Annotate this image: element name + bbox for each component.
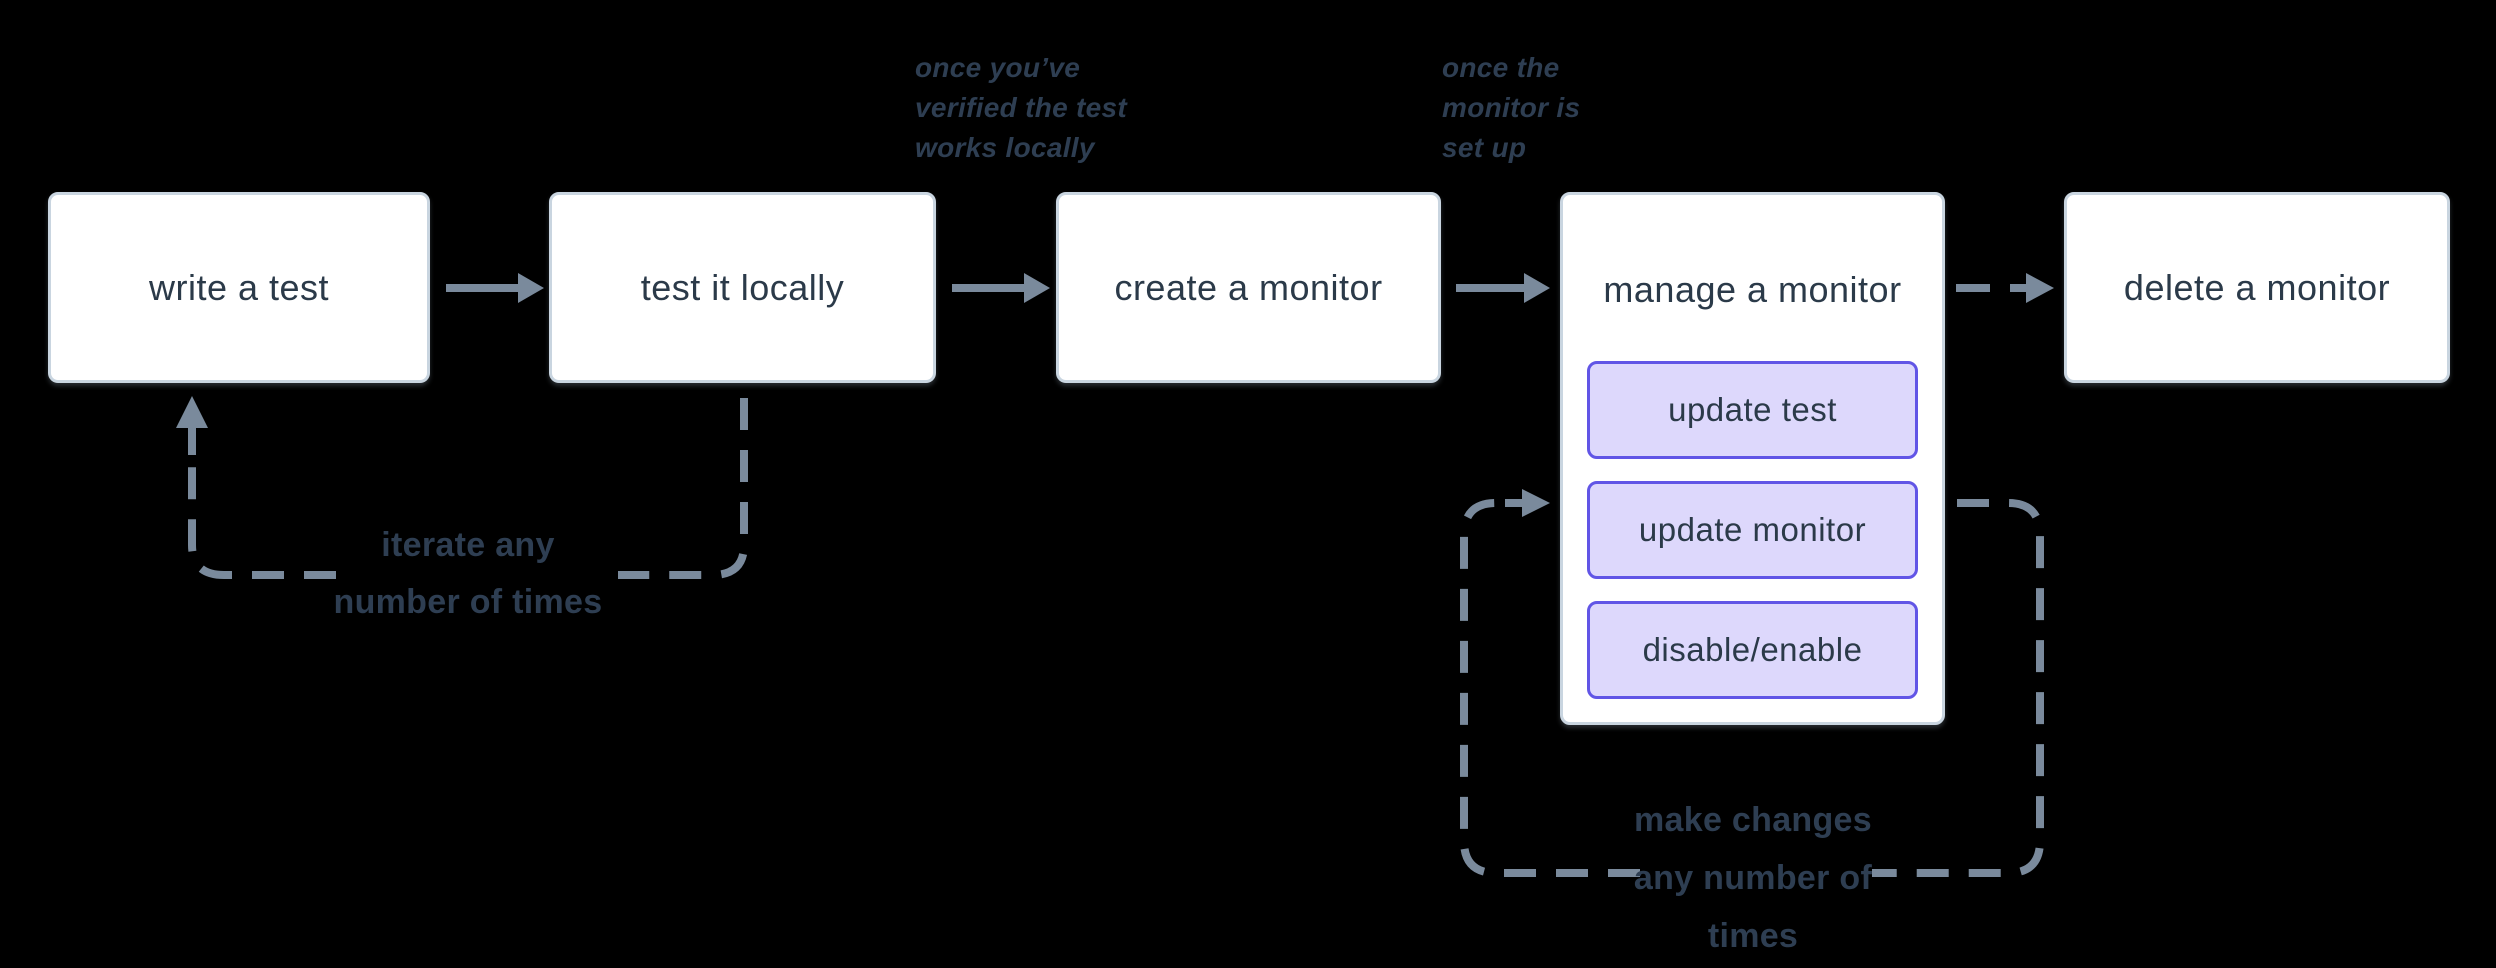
- node-label: manage a monitor: [1603, 269, 1902, 310]
- annotation-line: once the: [1442, 52, 1560, 83]
- subnode-label: update test: [1668, 391, 1837, 428]
- annotation-verified-locally: once you’ve verified the test works loca…: [915, 48, 1127, 168]
- loop-label-iterate: iterate any number of times: [318, 517, 618, 631]
- annotation-line: verified the test: [915, 92, 1128, 123]
- loop-label-line: number of times: [333, 583, 603, 621]
- subnode-update-monitor: update monitor: [1587, 481, 1918, 579]
- subnode-update-test: update test: [1587, 361, 1918, 459]
- node-test-it-locally: test it locally: [549, 192, 936, 383]
- node-manage-a-monitor: manage a monitor update test update moni…: [1560, 192, 1945, 725]
- node-label: write a test: [148, 266, 330, 308]
- changes-loop-segment-out: [1872, 499, 2044, 877]
- changes-loop-segment-return: [1460, 499, 1640, 877]
- iterate-loop-segment-left: [188, 452, 336, 579]
- arrowhead-iterate-loop: [176, 396, 208, 428]
- node-create-a-monitor: create a monitor: [1056, 192, 1441, 383]
- arrowhead-changes-loop: [1522, 489, 1550, 517]
- loop-label-line: times: [1707, 917, 1799, 955]
- annotation-line: works locally: [915, 132, 1095, 163]
- loop-label-line: any number of: [1633, 859, 1873, 897]
- loop-label-line: iterate any: [381, 526, 555, 564]
- subnode-disable-enable: disable/enable: [1587, 601, 1918, 699]
- annotation-line: once you’ve: [915, 52, 1081, 83]
- annotation-monitor-setup: once the monitor is set up: [1442, 48, 1580, 168]
- node-label: create a monitor: [1114, 266, 1383, 308]
- annotation-line: set up: [1442, 132, 1527, 163]
- annotation-line: monitor is: [1442, 92, 1581, 123]
- arrowhead-create-to-manage: [1524, 273, 1550, 303]
- subnode-label: update monitor: [1638, 511, 1867, 548]
- arrowhead-test-to-create: [1024, 273, 1050, 303]
- node-delete-a-monitor: delete a monitor: [2064, 192, 2450, 383]
- loop-label-make-changes: make changes any number of times: [1593, 791, 1913, 965]
- node-label: test it locally: [640, 266, 845, 308]
- subnode-label: disable/enable: [1642, 631, 1863, 668]
- arrowhead-write-to-test: [518, 273, 544, 303]
- iterate-loop-segment-right: [618, 398, 748, 579]
- loop-label-line: make changes: [1634, 801, 1872, 839]
- node-write-a-test: write a test: [48, 192, 430, 383]
- node-label: delete a monitor: [2123, 266, 2391, 308]
- arrowhead-manage-to-delete: [2026, 273, 2054, 303]
